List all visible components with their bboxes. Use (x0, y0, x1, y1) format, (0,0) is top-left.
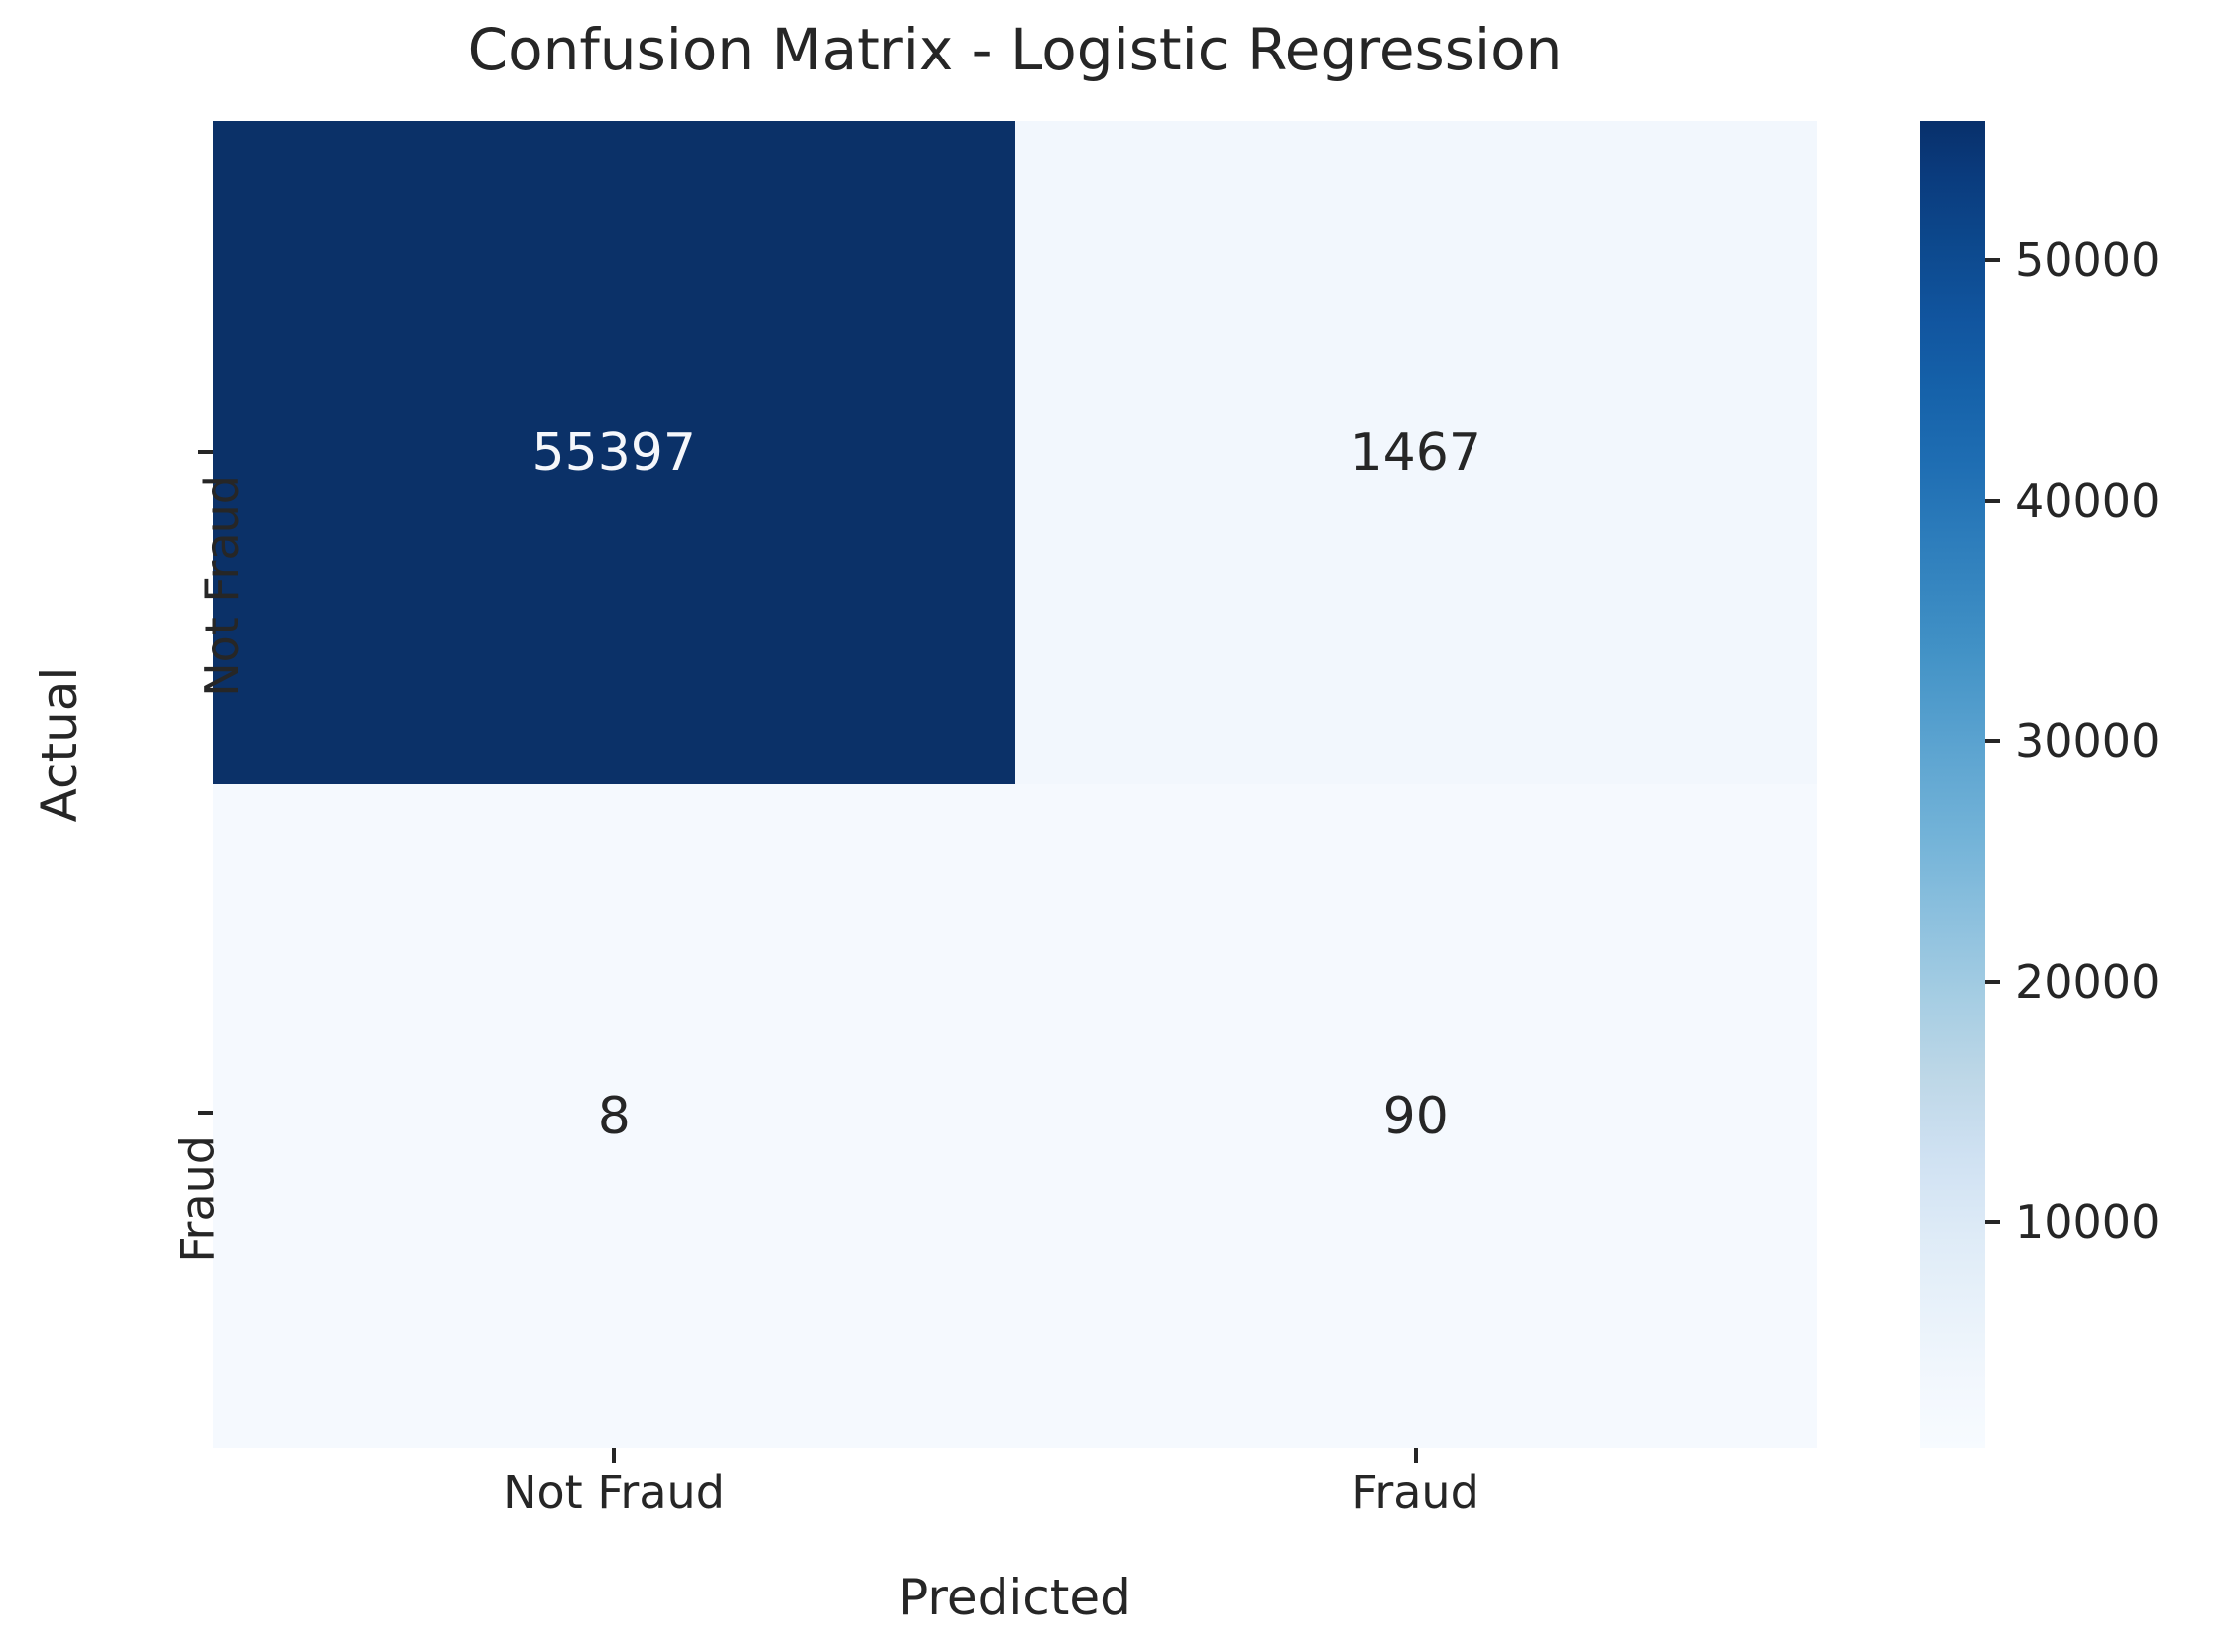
cell-value: 55397 (531, 422, 696, 483)
cell-value: 90 (1382, 1086, 1449, 1146)
y-tick-label-not-fraud: Not Fraud (0, 452, 249, 697)
colorbar-tick-label: 20000 (2015, 954, 2161, 1008)
colorbar-tick-mark (1985, 979, 2000, 984)
colorbar-tick-mark (1985, 739, 2000, 743)
x-tick-label-not-fraud: Not Fraud (503, 1466, 725, 1519)
heatmap-cell-false-negative: 8 (213, 784, 1015, 1448)
colorbar-tick-mark (1985, 258, 2000, 262)
y-tick-mark-fraud (198, 1111, 213, 1115)
x-axis-label: Predicted (898, 1569, 1131, 1626)
y-axis-label: Actual (31, 666, 88, 823)
colorbar-tick-label: 10000 (2015, 1195, 2161, 1248)
heatmap-grid: 55397 1467 8 90 (213, 121, 1817, 1448)
y-tick-mark-not-fraud (198, 450, 213, 454)
x-tick-label-fraud: Fraud (1352, 1466, 1479, 1519)
y-tick-label-fraud: Fraud (0, 1113, 225, 1263)
colorbar-tick-label: 50000 (2015, 233, 2161, 287)
colorbar-tick-label: 30000 (2015, 714, 2161, 767)
colorbar-tick-mark (1985, 498, 2000, 503)
colorbar-tick-mark (1985, 1220, 2000, 1224)
colorbar-gradient (1920, 121, 1985, 1448)
cell-value: 8 (597, 1086, 631, 1146)
colorbar: 50000 40000 30000 20000 10000 (1920, 121, 2160, 1448)
page-title: Confusion Matrix - Logistic Regression (467, 16, 1563, 83)
colorbar-tick-label: 40000 (2015, 473, 2161, 528)
x-tick-mark-not-fraud (612, 1448, 616, 1463)
heatmap-cell-true-positive: 90 (1014, 784, 1817, 1448)
x-tick-mark-fraud (1414, 1448, 1418, 1463)
heatmap-cell-false-positive: 1467 (1014, 121, 1817, 784)
y-tick-text: Not Fraud (194, 475, 249, 697)
cell-value: 1467 (1350, 422, 1481, 483)
y-tick-text: Fraud (172, 1135, 225, 1263)
heatmap-cell-true-negative: 55397 (213, 121, 1015, 784)
